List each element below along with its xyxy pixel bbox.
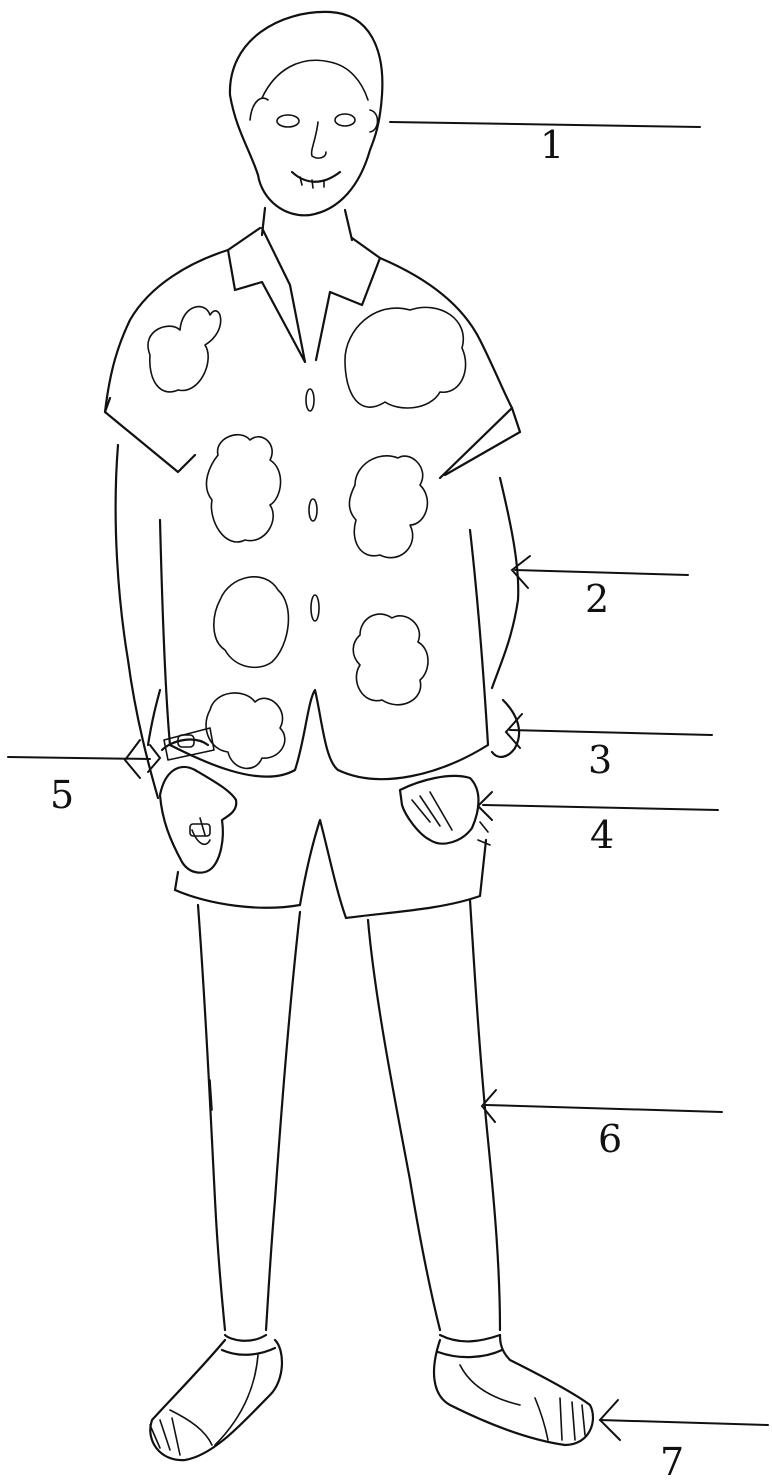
callout-label-2: 2	[585, 577, 609, 621]
neck	[262, 208, 352, 240]
callout-label-6: 6	[598, 1117, 622, 1161]
callout-label-7: 7	[660, 1440, 684, 1481]
callout-leader-7	[600, 1400, 768, 1440]
shirt	[105, 228, 520, 779]
callout-label-1: 1	[540, 123, 564, 167]
callout-label-4: 4	[590, 813, 614, 857]
callout-label-3: 3	[588, 738, 612, 782]
legs	[198, 900, 500, 1330]
mouth	[292, 172, 340, 182]
head	[230, 12, 382, 240]
left-eye	[277, 115, 299, 127]
shorts	[175, 820, 486, 918]
feet	[150, 1335, 593, 1460]
right-eye	[335, 114, 355, 126]
callout-label-5: 5	[50, 773, 74, 817]
callout-leader-5	[8, 740, 160, 778]
